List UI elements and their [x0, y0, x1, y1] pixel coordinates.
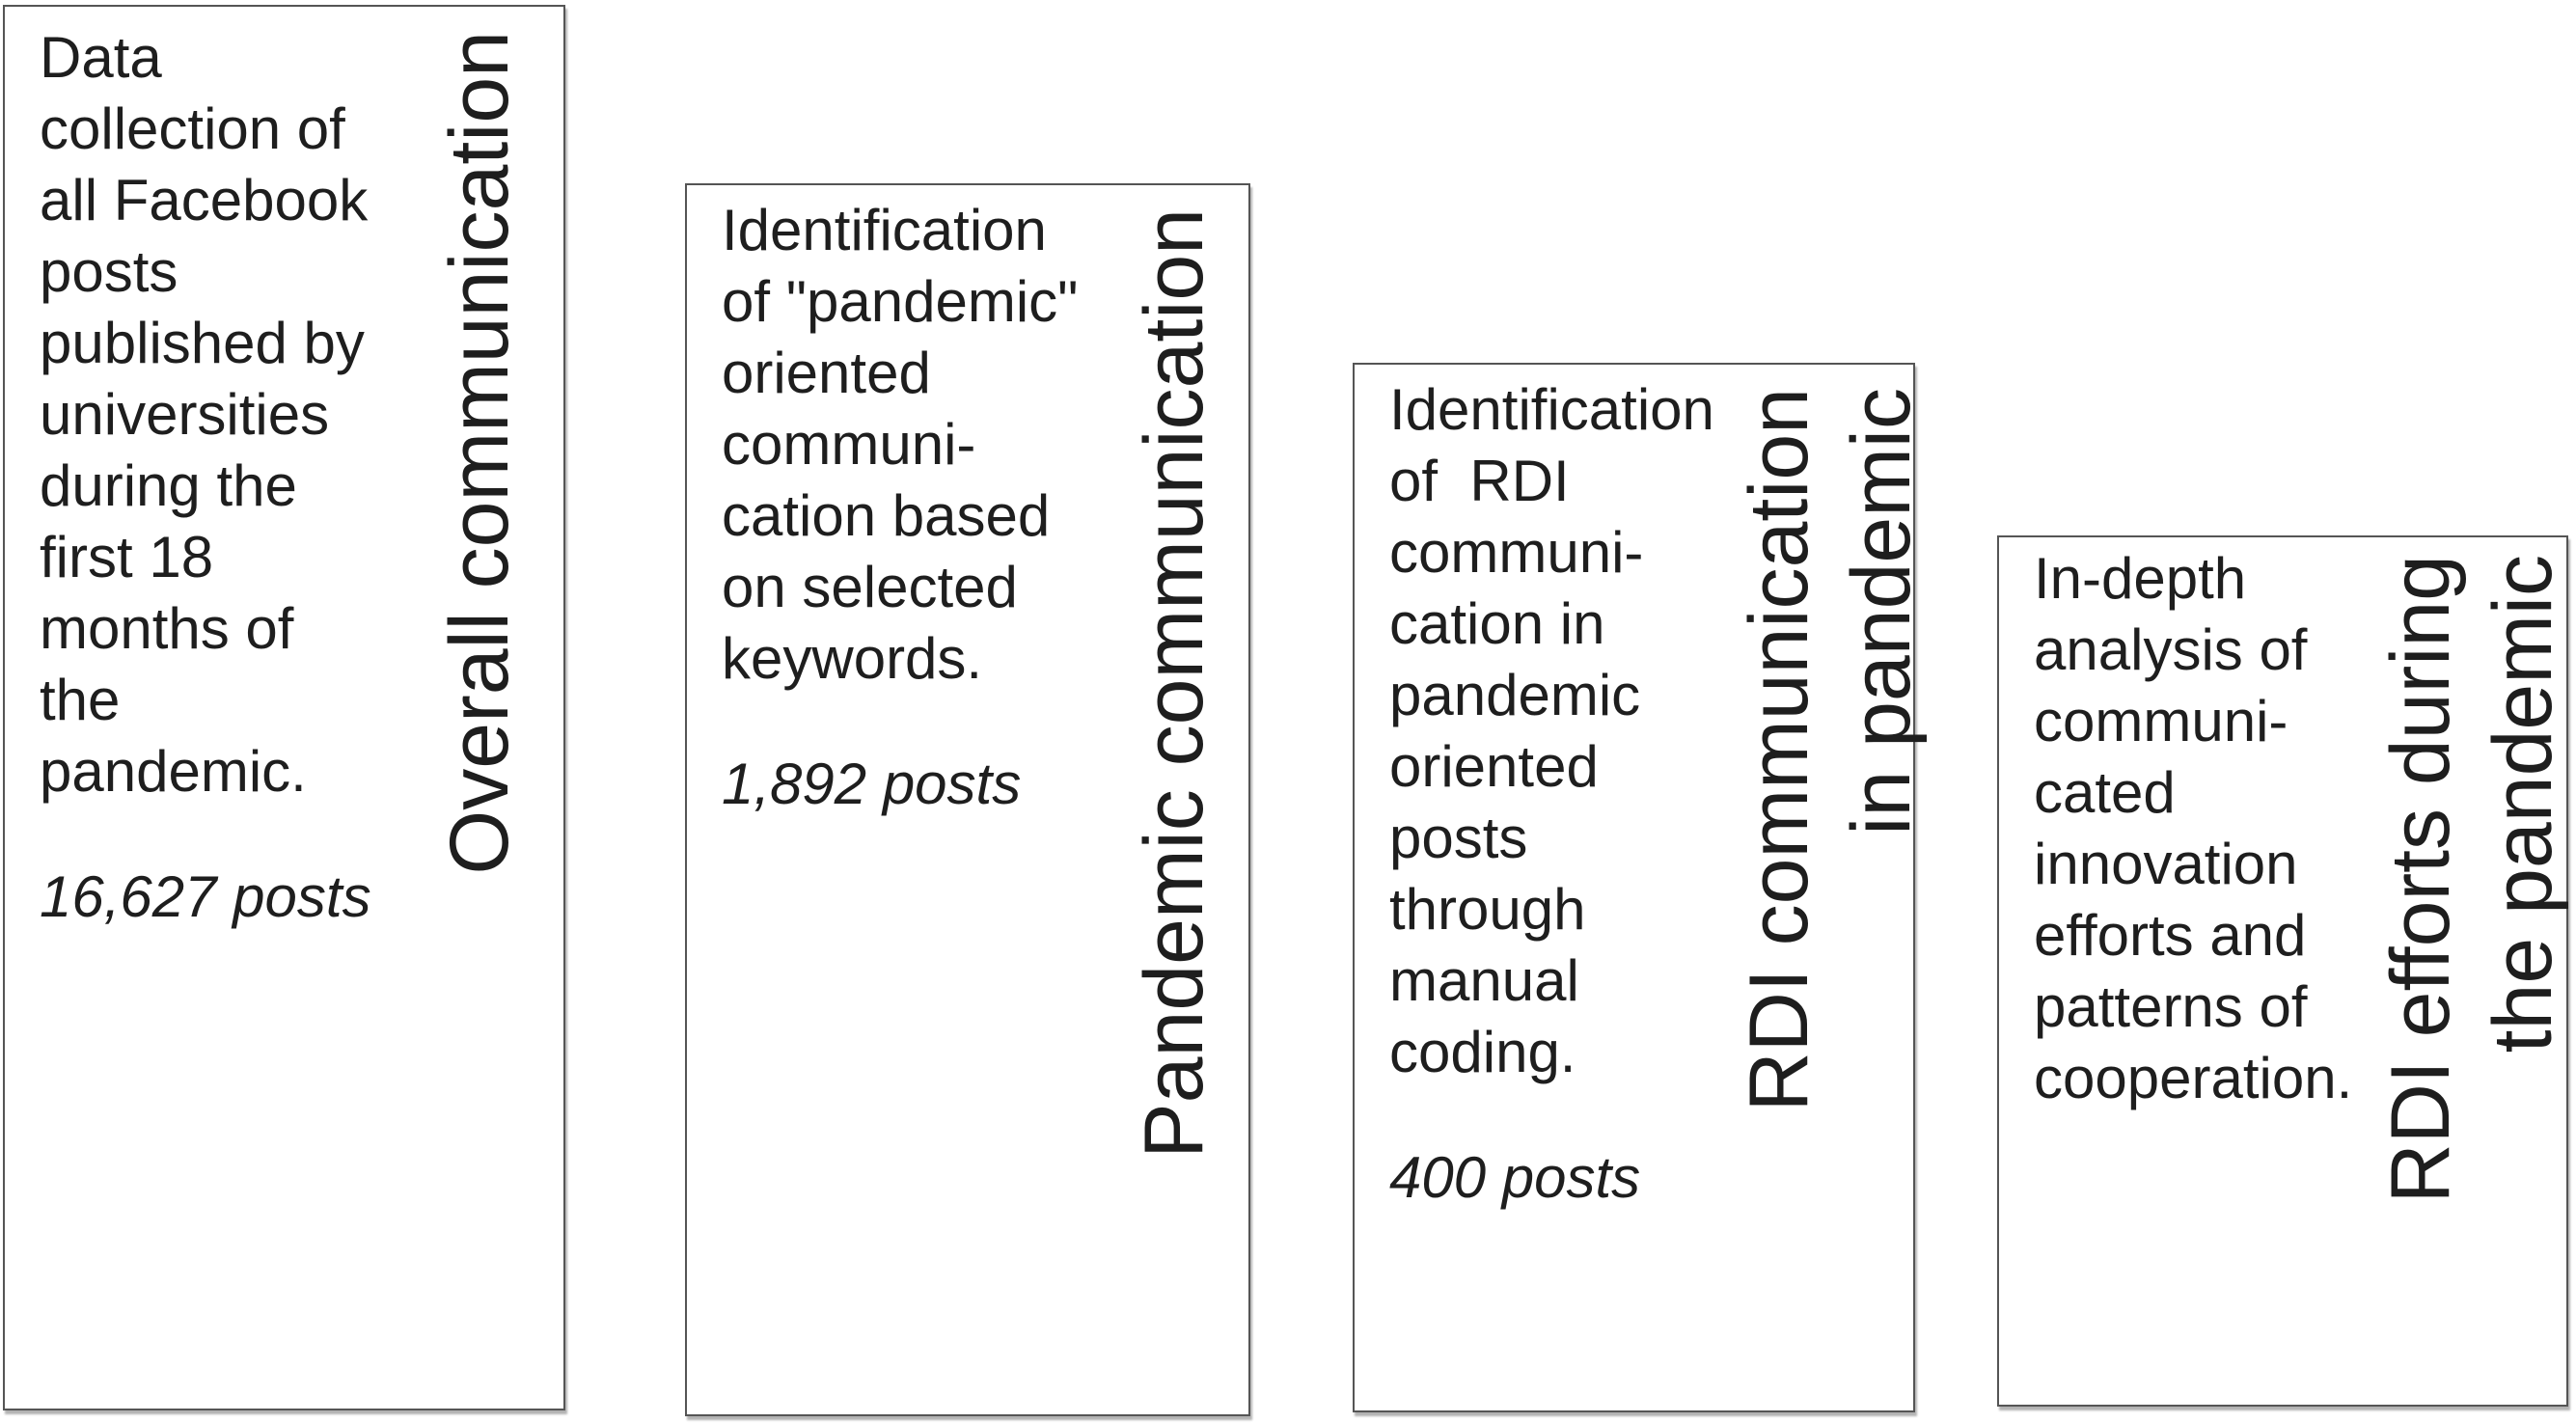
stage-vertical-label: RDI efforts during the pandemic [2374, 555, 2569, 1204]
stage-rdi-communication-in-pandemic: Identification of RDI communi- cation in… [1353, 363, 1928, 1412]
stage-body: Identification of RDI communi- cation in… [1389, 374, 1814, 1214]
stage-vertical-label: Pandemic communication [1128, 208, 1220, 1159]
vertical-label-area: Overall communication [428, 31, 531, 1372]
vertical-label-area: Pandemic communication [1123, 208, 1225, 1376]
stage-body: Data collection of all Facebook posts pu… [40, 22, 464, 933]
stage-description: In-depth analysis of communi- cated inno… [2034, 546, 2353, 1110]
post-count: 400 posts [1389, 1145, 1641, 1210]
stage-description: Data collection of all Facebook posts pu… [40, 25, 369, 804]
stage-vertical-label: RDI communication in pandemic [1733, 388, 1928, 1112]
stage-pandemic-communication: Identification of "pandemic" oriented co… [685, 183, 1250, 1416]
stage-body: In-depth analysis of communi- cated inno… [2034, 543, 2458, 1114]
stage-rdi-efforts-during-pandemic: In-depth analysis of communi- cated inno… [1997, 535, 2569, 1407]
post-count: 1,892 posts [722, 752, 1022, 816]
stage-overall-communication: Data collection of all Facebook posts pu… [3, 5, 565, 1410]
vertical-label-area: RDI efforts during the pandemic [2370, 555, 2574, 1380]
stage-vertical-label: Overall communication [433, 31, 526, 875]
stage-description: Identification of RDI communi- cation in… [1389, 377, 1714, 1084]
stage-description: Identification of "pandemic" oriented co… [722, 198, 1079, 691]
vertical-label-area: RDI communication in pandemic [1728, 388, 1932, 1382]
stage-body: Identification of "pandemic" oriented co… [722, 195, 1146, 820]
post-count: 16,627 posts [40, 864, 371, 929]
